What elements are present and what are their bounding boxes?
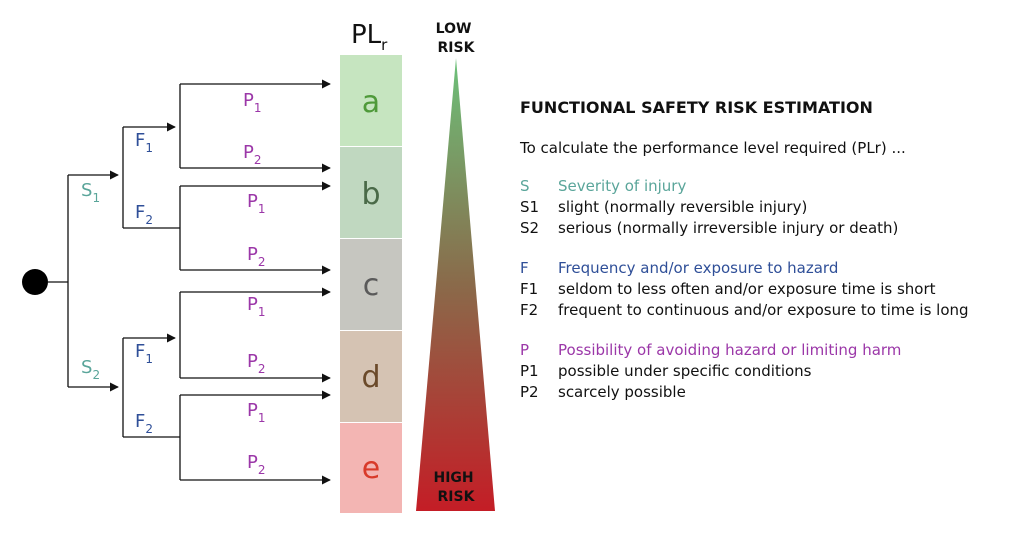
frequency-item-f2: F2 frequent to continuous and/or exposur… — [520, 301, 969, 319]
label-p2-e: P2 — [247, 452, 266, 477]
high-risk-line2: RISK — [438, 489, 476, 505]
high-risk-label: HIGH RISK — [433, 470, 478, 505]
start-node — [22, 269, 48, 295]
label-p1-d: P1 — [247, 400, 266, 425]
severity-item-s1: S1 slight (normally reversible injury) — [520, 198, 808, 216]
level-b-box — [340, 147, 402, 238]
level-c-letter: c — [363, 268, 380, 303]
label-s1-f1: F1 — [135, 130, 153, 155]
decision-tree-lines — [48, 79, 331, 485]
frequency-code: F — [520, 259, 529, 277]
level-a-letter: a — [362, 85, 380, 120]
level-c-box — [340, 239, 402, 330]
label-s1: S1 — [81, 180, 100, 205]
possibility-group: P Possibility of avoiding hazard or limi… — [520, 340, 1020, 403]
label-s2-f1: F1 — [135, 341, 153, 366]
level-a-box — [340, 55, 402, 146]
high-risk-line1: HIGH — [433, 470, 473, 486]
label-p1-b: P1 — [247, 191, 266, 216]
frequency-heading-text: Frequency and/or exposure to hazard — [558, 259, 839, 277]
low-risk-label: LOW RISK — [436, 21, 477, 56]
level-e-box — [340, 423, 402, 513]
label-p1-a: P1 — [243, 90, 262, 115]
label-p1-c: P1 — [247, 294, 266, 319]
level-d-box — [340, 331, 402, 422]
label-s2-f2: F2 — [135, 411, 153, 436]
possibility-heading: P Possibility of avoiding hazard or limi… — [520, 340, 1020, 361]
possibility-code: P — [520, 341, 530, 359]
level-b-letter: b — [361, 177, 380, 212]
level-e-letter: e — [362, 451, 380, 486]
possibility-item-p2: P2 scarcely possible — [520, 383, 686, 401]
severity-group: S Severity of injury S1 slight (normally… — [520, 176, 1020, 239]
legend-panel: FUNCTIONAL SAFETY RISK ESTIMATION To cal… — [520, 98, 1020, 422]
legend-intro: To calculate the performance level requi… — [520, 139, 906, 157]
low-risk-line2: RISK — [438, 40, 476, 56]
severity-heading-text: Severity of injury — [558, 177, 687, 195]
frequency-group: F Frequency and/or exposure to hazard F1… — [520, 258, 1020, 321]
level-d-letter: d — [361, 360, 380, 395]
severity-heading: S Severity of injury — [520, 176, 1020, 197]
possibility-item-p1: P1 possible under specific conditions — [520, 362, 812, 380]
label-p2-c: P2 — [247, 244, 266, 269]
plr-header: PLr — [351, 20, 388, 54]
possibility-heading-text: Possibility of avoiding hazard or limiti… — [558, 341, 902, 359]
legend-title: FUNCTIONAL SAFETY RISK ESTIMATION — [520, 98, 873, 117]
label-p2-d: P2 — [247, 351, 266, 376]
severity-code: S — [520, 177, 530, 195]
severity-item-s2: S2 serious (normally irreversible injury… — [520, 219, 899, 237]
pl-level-column: a b c d e — [340, 55, 402, 513]
label-p2-b: P2 — [243, 142, 262, 167]
low-risk-line1: LOW — [436, 21, 472, 37]
label-s1-f2: F2 — [135, 202, 153, 227]
label-s2: S2 — [81, 357, 100, 382]
frequency-heading: F Frequency and/or exposure to hazard — [520, 258, 1020, 279]
frequency-item-f1: F1 seldom to less often and/or exposure … — [520, 280, 936, 298]
risk-gradient-triangle — [416, 58, 495, 511]
